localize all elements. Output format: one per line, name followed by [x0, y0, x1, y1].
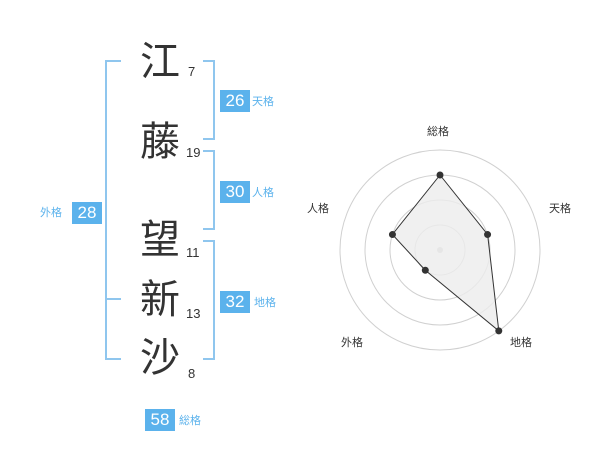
radar-point-3	[495, 327, 503, 335]
radar-chart	[339, 149, 541, 351]
radar-axis-label-soukaku: 総格	[427, 125, 449, 138]
radar-shape	[391, 174, 500, 333]
name-char-1: 江	[140, 39, 180, 85]
tenkaku-bracket	[203, 60, 215, 140]
radar-axis-label-tenkaku: 天格	[549, 202, 571, 215]
chikaku-bracket	[203, 240, 215, 360]
radar-point-5	[388, 231, 396, 239]
chikaku-label: 地格	[254, 296, 276, 309]
name-char-2: 藤	[140, 119, 180, 165]
stroke-count-5: 8	[188, 366, 196, 381]
tenkaku-value: 26	[220, 90, 250, 112]
stroke-count-4: 13	[186, 306, 201, 321]
radar-point-1	[436, 171, 444, 179]
radar-axis-label-gaikaku: 外格	[341, 336, 363, 349]
name-char-3: 望	[140, 217, 180, 263]
soukaku-value: 58	[145, 409, 175, 431]
gaikaku-bracket	[105, 60, 121, 360]
radar-points	[388, 171, 503, 335]
gaikaku-label: 外格	[40, 206, 62, 219]
radar-point-4	[421, 266, 429, 274]
stroke-count-1: 7	[188, 64, 196, 79]
stroke-count-2: 19	[186, 145, 201, 160]
gaikaku-value: 28	[72, 202, 102, 224]
name-char-4: 新	[140, 277, 180, 323]
radar-axis-label-chikaku: 地格	[510, 336, 532, 349]
tenkaku-label: 天格	[252, 95, 274, 108]
radar-point-2	[484, 231, 492, 239]
jinkaku-label: 人格	[252, 186, 274, 199]
gaikaku-mid-tick	[105, 298, 121, 300]
jinkaku-bracket	[203, 150, 215, 230]
radar-ring-4	[339, 149, 541, 351]
soukaku-label: 総格	[179, 414, 201, 427]
chikaku-value: 32	[220, 291, 250, 313]
stroke-count-3: 11	[186, 245, 200, 260]
jinkaku-value: 30	[220, 181, 250, 203]
name-char-5: 沙	[140, 335, 180, 381]
radar-axis-label-jinkaku: 人格	[307, 202, 329, 215]
